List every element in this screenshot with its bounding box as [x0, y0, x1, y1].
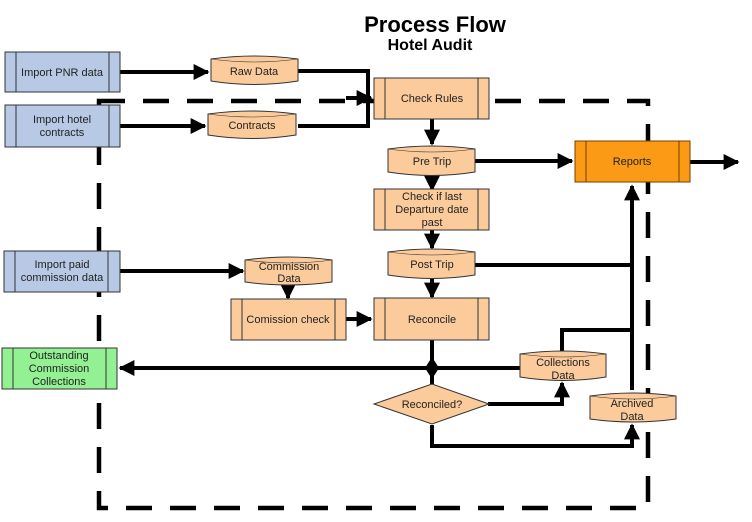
node-reconcile[interactable]: Reconcile	[373, 297, 490, 341]
label-reconcile: Reconcile	[408, 314, 456, 326]
label-outstanding-1: Outstanding	[29, 350, 88, 362]
label-pre-trip: Pre Trip	[413, 156, 452, 168]
diagram-subtitle: Hotel Audit	[388, 37, 473, 54]
label-import-pnr: Import PNR data	[21, 67, 104, 79]
arrow-reconciled-to-collections	[488, 381, 570, 406]
node-contracts[interactable]: Contracts	[207, 110, 297, 139]
label-commission-check: Comission check	[246, 314, 330, 326]
label-collections-data-1: Collections	[536, 357, 590, 369]
node-check-rules[interactable]: Check Rules	[373, 77, 490, 120]
label-archived-data-1: Archived	[611, 398, 654, 410]
label-post-trip: Post Trip	[410, 259, 453, 271]
label-outstanding-3: Collections	[32, 376, 86, 388]
label-import-paid-2: commission data	[21, 272, 104, 284]
label-import-hotel-1: Import hotel	[33, 114, 91, 126]
label-import-hotel-2: contracts	[40, 127, 85, 139]
label-import-paid-1: Import paid	[34, 259, 89, 271]
node-collections-data[interactable]: Collections Data	[519, 350, 607, 382]
diagram-title: Process Flow	[364, 12, 507, 37]
node-import-pnr[interactable]: Import PNR data	[4, 51, 121, 93]
label-check-departure-2: Departure date	[395, 204, 468, 216]
node-import-paid[interactable]: Import paid commission data	[3, 250, 121, 293]
junction-diamond	[425, 357, 439, 379]
label-commission-data-2: Data	[277, 273, 301, 285]
node-raw-data[interactable]: Raw Data	[210, 55, 299, 85]
label-collections-data-2: Data	[551, 370, 575, 382]
node-commission-check[interactable]: Comission check	[230, 298, 347, 341]
label-reports: Reports	[613, 156, 652, 168]
node-pre-trip[interactable]: Pre Trip	[387, 145, 476, 176]
label-reconciled: Reconciled?	[402, 399, 463, 411]
node-archived-data[interactable]: Archived Data	[589, 392, 677, 423]
node-post-trip[interactable]: Post Trip	[387, 248, 476, 279]
node-check-departure[interactable]: Check if last Departure date past	[373, 188, 490, 231]
label-archived-data-2: Data	[620, 411, 644, 423]
connectors	[118, 64, 740, 448]
node-reconciled-decision[interactable]: Reconciled?	[372, 383, 491, 425]
label-check-departure-1: Check if last	[402, 191, 462, 203]
node-import-hotel[interactable]: Import hotel contracts	[4, 104, 121, 148]
node-outstanding[interactable]: Outstanding Commission Collections	[1, 347, 118, 390]
node-reports[interactable]: Reports	[574, 140, 691, 183]
label-raw-data: Raw Data	[230, 66, 279, 78]
line-collections-to-reports	[560, 328, 632, 352]
arrow-reconciled-to-archived	[430, 423, 640, 448]
label-contracts: Contracts	[228, 120, 276, 132]
label-outstanding-2: Commission	[29, 363, 90, 375]
label-check-departure-3: past	[422, 217, 443, 229]
label-commission-data-1: Commission	[259, 261, 320, 273]
node-commission-data[interactable]: Commission Data	[244, 256, 333, 286]
label-check-rules: Check Rules	[401, 93, 464, 105]
